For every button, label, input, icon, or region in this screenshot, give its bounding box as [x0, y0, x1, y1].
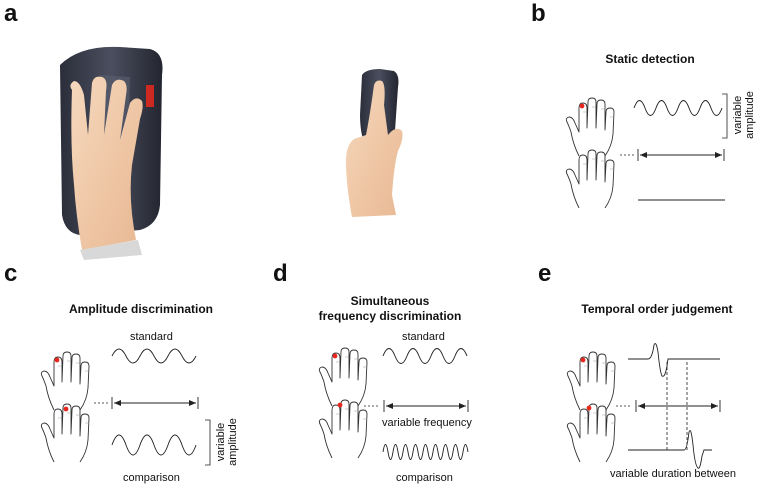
panel-e-duration-label: variable duration between — [610, 468, 736, 480]
panel-b-title: Static detection — [605, 52, 695, 66]
panel-c-title: Amplitude discrimination — [68, 302, 213, 316]
panel-d-hand-bottom — [318, 399, 368, 459]
panel-d-standard-label: standard — [402, 331, 445, 343]
panel-e-stimulator-dot-top — [580, 357, 586, 363]
panel-c-hand-top — [40, 351, 90, 411]
panel-c-standard-label: standard — [130, 331, 173, 343]
panel-e-hand-top — [566, 351, 616, 411]
panel-d-stimulator-dot-top — [332, 353, 338, 359]
panel-b-sine-wave — [633, 100, 723, 116]
panel-e-bottom-pulse — [628, 430, 712, 469]
panel-c-amplitude-label: variable amplitude — [215, 418, 239, 466]
panel-e-letter: e — [538, 260, 552, 287]
panel-d-comparison-label: comparison — [396, 472, 453, 484]
panel-d-letter: d — [273, 260, 288, 287]
panel-d-variable-label: variable frequency — [382, 417, 472, 429]
panel-c-stimulator-dot-bottom — [63, 406, 69, 412]
panel-c-letter: c — [4, 260, 18, 287]
panel-d-title-line1: Simultaneous — [350, 294, 430, 308]
panel-c-comparison-label: comparison — [123, 472, 180, 484]
panel-c-amplitude-bracket — [205, 419, 211, 466]
panel-d-hand-top — [318, 347, 368, 407]
panel-e-title: Temporal order judgement — [581, 302, 733, 316]
panel-d-comparison-wave — [382, 444, 469, 460]
panel-e-stimulator-dot-bottom — [586, 405, 592, 411]
panel-c-standard-wave — [111, 348, 197, 364]
panel-b-amplitude-bracket — [722, 93, 728, 139]
panel-d-stimulator-dot-bottom — [337, 402, 343, 408]
panel-b-stimulator-dot — [579, 103, 585, 109]
panel-e-hand-bottom — [566, 403, 616, 463]
hand-small — [346, 80, 403, 217]
panel-c-hand-bottom — [40, 403, 90, 463]
hand-large — [70, 76, 143, 260]
panel-e-top-pulse — [628, 343, 720, 377]
panel-a-letter: a — [4, 0, 18, 27]
panel-d-title-line2: frequency discrimination — [318, 309, 462, 323]
panel-c-stimulator-dot-top — [54, 357, 60, 363]
panel-b-amplitude-label: variable amplitude — [732, 91, 756, 139]
panel-c-comparison-wave — [111, 434, 197, 456]
panel-b-hand-top — [565, 97, 615, 157]
panel-d-title: Simultaneous frequency discrimination — [310, 294, 470, 324]
panel-b-letter: b — [531, 0, 546, 27]
panel-a-photo — [60, 46, 403, 260]
panel-b-hand-bottom — [565, 149, 615, 209]
panel-d-standard-wave — [382, 348, 468, 364]
